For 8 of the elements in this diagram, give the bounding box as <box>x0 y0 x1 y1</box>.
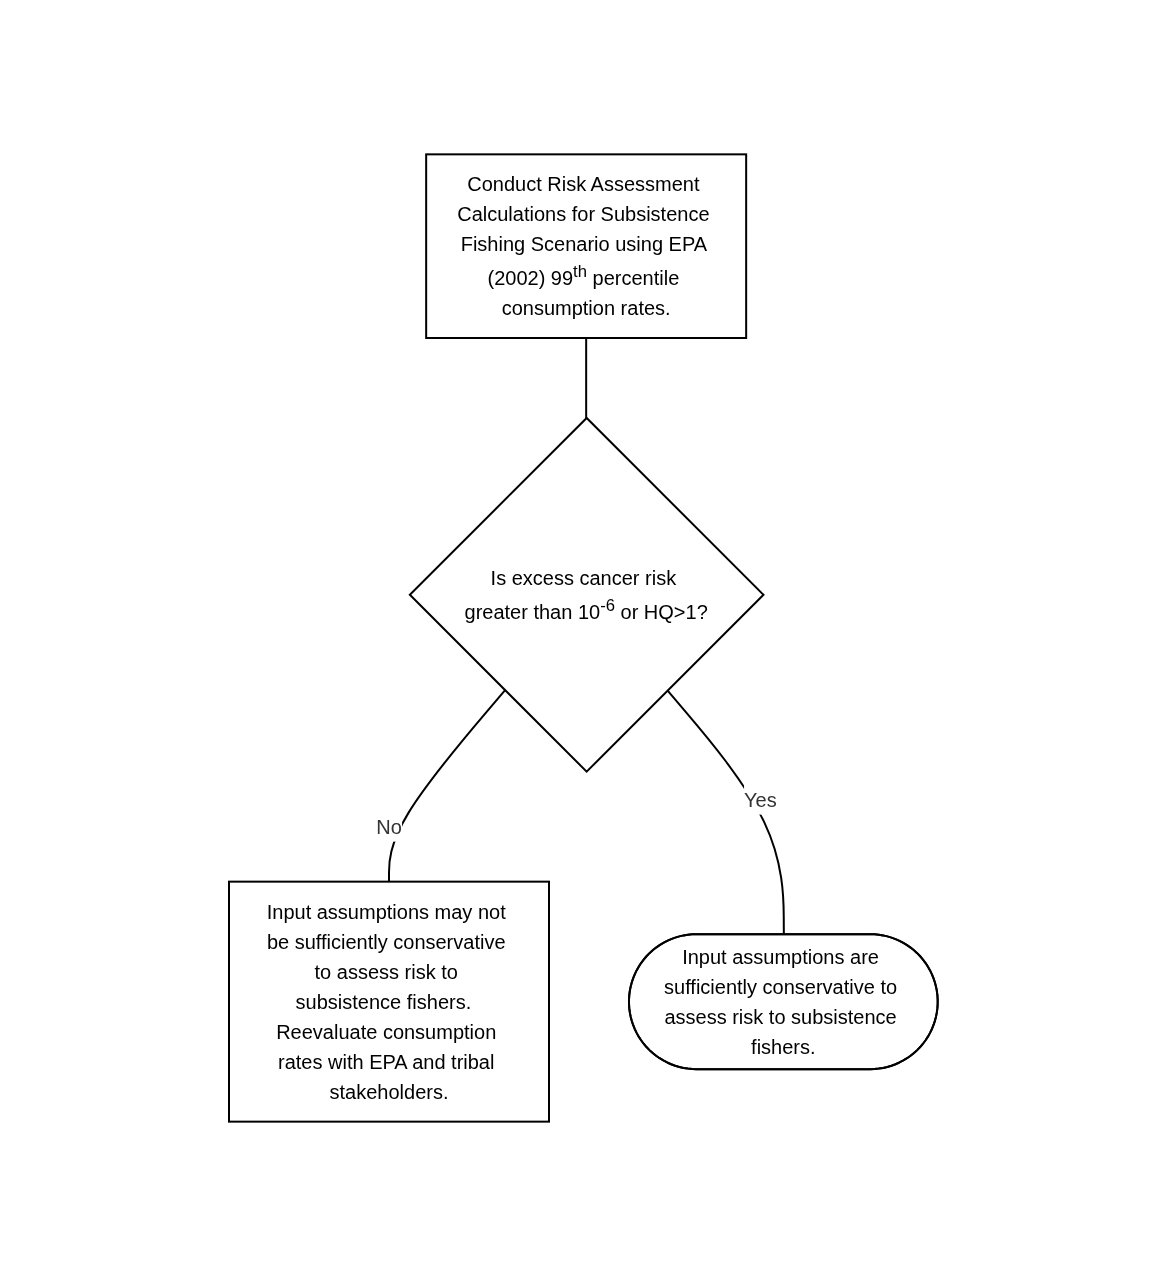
node-box: Input assumptions may not be sufficiently conservative to assess risk to subsistence fishers. Reevaluate consumption rates with EPA and tribal stakeholders. <box>227 880 550 1123</box>
connector <box>584 337 587 419</box>
edge-label: Yes <box>743 788 777 811</box>
connector <box>666 689 785 936</box>
edge-label: No <box>375 815 402 838</box>
node-box: Conduct Risk Assessment Calculations for Subsistence Fishing Scenario using EPA (2002) 99$^{th}$ percentile consumption rates. <box>424 153 747 339</box>
node-diamond: Is excess cancer risk greater than 10$^{-6}$ or HQ>1? <box>408 416 765 774</box>
connector <box>387 689 506 883</box>
